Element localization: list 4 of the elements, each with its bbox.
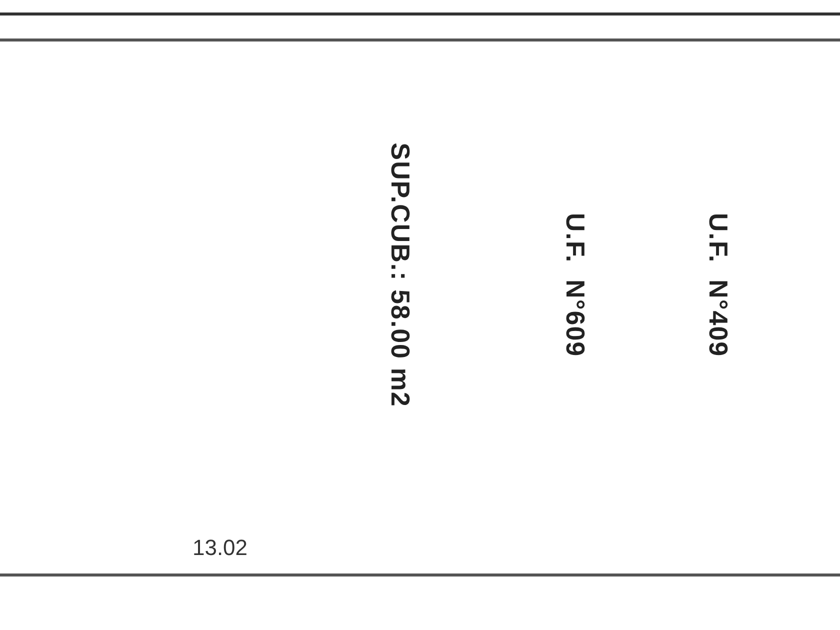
unit-label: U.F. N°609 bbox=[560, 212, 590, 358]
unit-label: U.F. N°409 bbox=[702, 212, 734, 358]
area-label: SUP.CUB.: 58.00 m2 bbox=[384, 142, 416, 408]
dimension-label: 13.02 bbox=[192, 535, 248, 561]
